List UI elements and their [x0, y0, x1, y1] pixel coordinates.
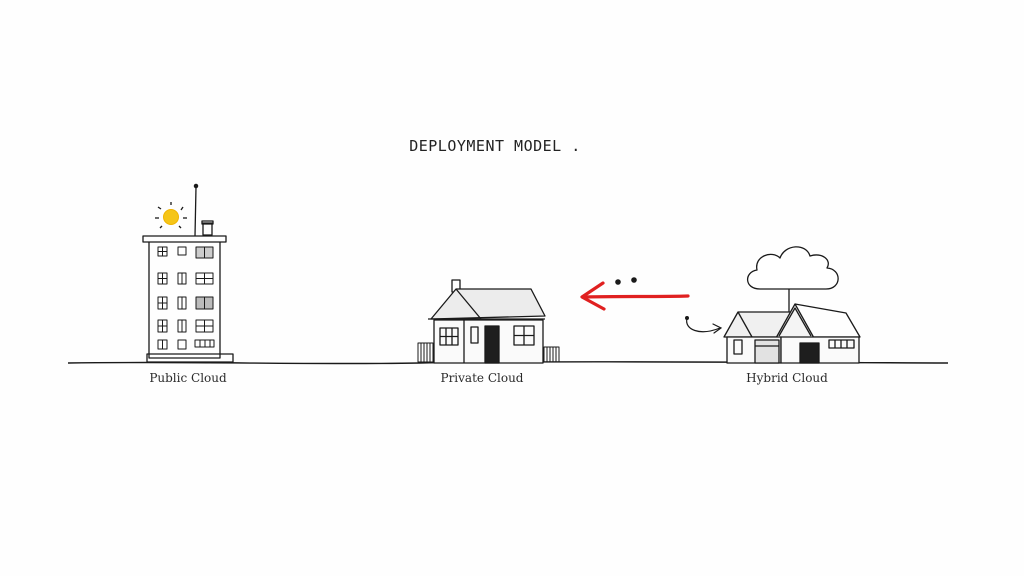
red-arrow-icon: [580, 281, 690, 311]
house-icon: [417, 279, 560, 364]
label-hybrid-cloud: Hybrid Cloud: [746, 371, 828, 385]
sun-icon: [155, 202, 187, 229]
label-private-cloud: Private Cloud: [440, 371, 524, 385]
double-house-with-cloud-icon: [723, 246, 861, 364]
cloud-icon: [746, 246, 839, 290]
diagram-title: DEPLOYMENT MODEL .: [409, 137, 581, 155]
apartment-building-icon: [142, 183, 234, 363]
ellipsis-dots-icon: [615, 277, 637, 285]
curved-arrow-icon: [684, 316, 723, 334]
label-public-cloud: Public Cloud: [149, 371, 227, 385]
